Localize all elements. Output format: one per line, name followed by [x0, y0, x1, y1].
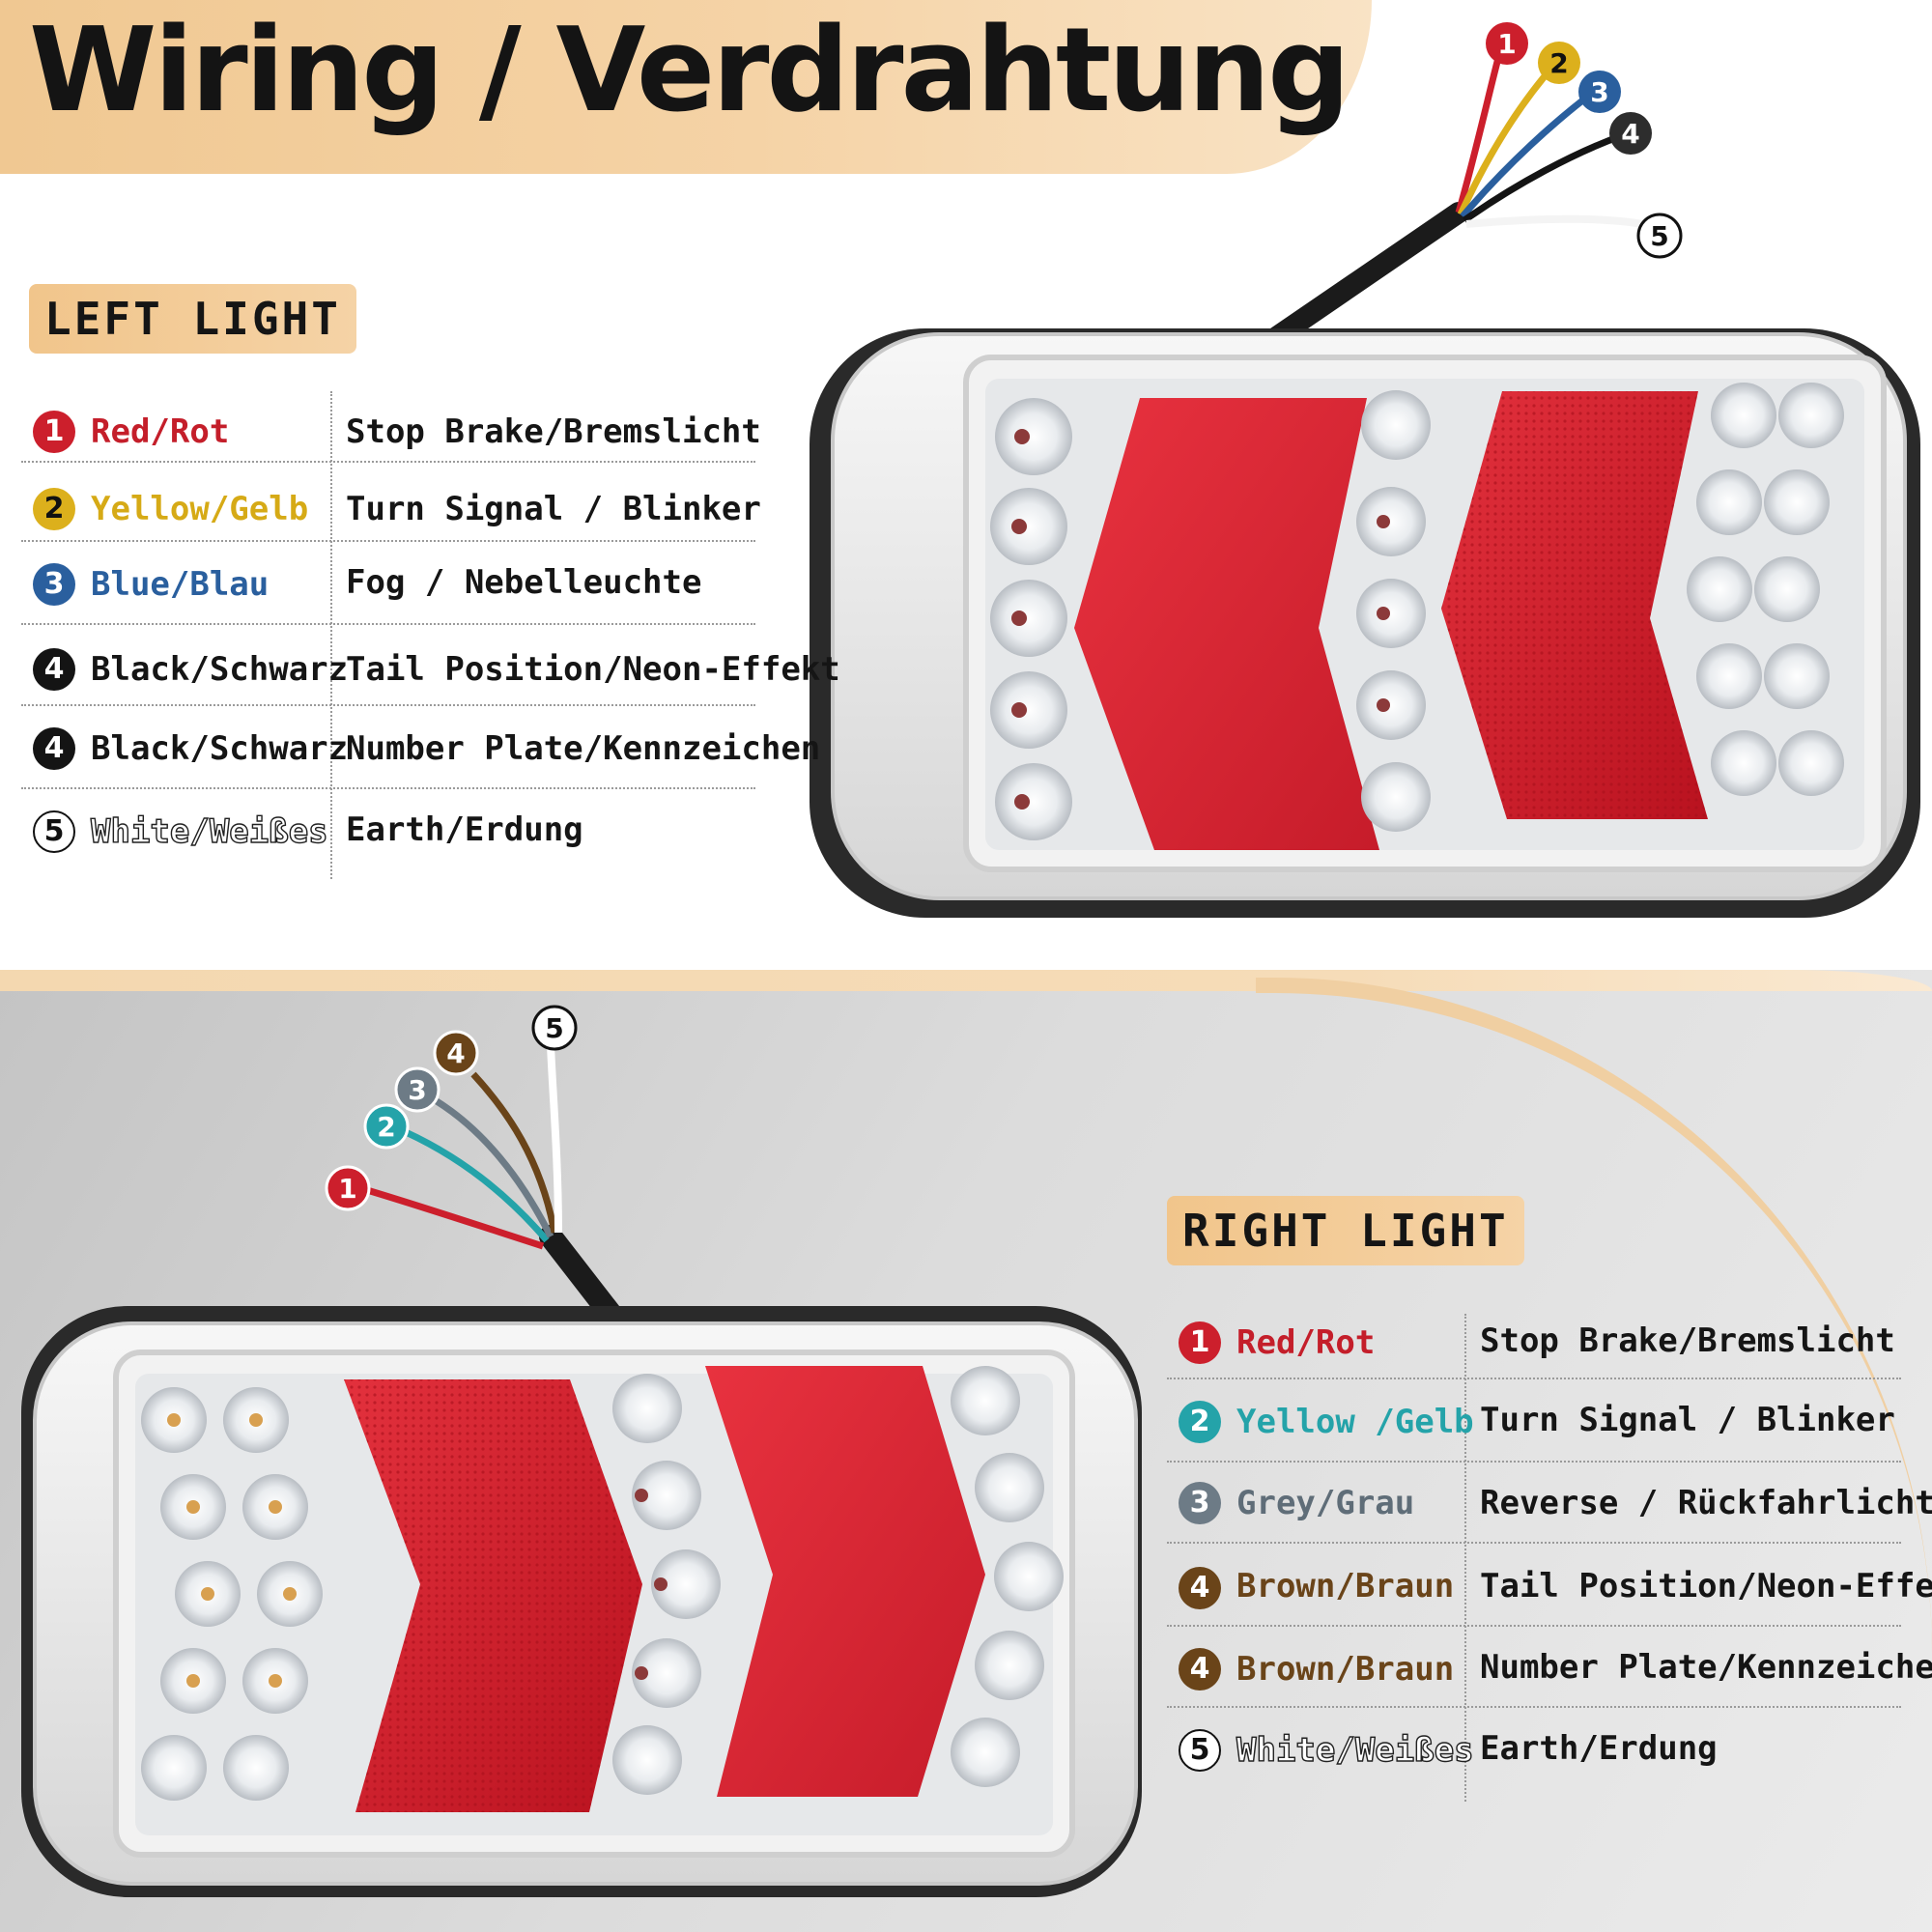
number-badge: 5: [33, 810, 75, 853]
wire-color: Blue/Blau: [91, 565, 270, 604]
left-light-lamp: [810, 43, 1920, 918]
row-divider: [21, 461, 755, 463]
left-badge-3-text: 3: [1590, 76, 1608, 108]
row-divider: [21, 540, 755, 542]
wire-function: Stop Brake/Bremslicht: [1480, 1321, 1895, 1360]
left-badge-1-text: 1: [1497, 28, 1516, 60]
left-light-heading: LEFT LIGHT: [29, 284, 356, 354]
wire-function: Number Plate/Kennzeichen: [1480, 1648, 1932, 1687]
wire-color: Black/Schwarz: [91, 729, 349, 768]
right-light-wiring-table: 1 Red/Rot Stop Brake/Bremslicht 2 Yellow…: [1167, 1314, 1932, 1802]
row-divider: [1167, 1706, 1901, 1708]
right-light-lamp: [21, 1044, 1142, 1897]
left-badge-2: [1538, 42, 1580, 84]
right-badge-4: [433, 1030, 479, 1076]
wire-function: Earth/Erdung: [346, 810, 583, 849]
wire-function: Turn Signal / Blinker: [346, 490, 761, 528]
number-badge: 3: [33, 563, 75, 606]
wire-color: Yellow /Gelb: [1236, 1403, 1474, 1441]
number-badge: 2: [1179, 1401, 1221, 1443]
left-badge-3: [1578, 71, 1621, 113]
right-badge-3: [394, 1066, 440, 1113]
wire-color: White/Weißes: [1236, 1730, 1474, 1770]
wire-function: Reverse / Rückfahrlicht: [1480, 1484, 1932, 1522]
number-badge: 4: [1179, 1567, 1221, 1609]
wire-function: Fog / Nebelleuchte: [346, 563, 702, 602]
row-divider: [21, 704, 755, 706]
wire-color: Yellow/Gelb: [91, 490, 309, 528]
right-badge-5-text: 5: [545, 1012, 563, 1044]
right-badge-4-text: 4: [446, 1037, 465, 1069]
number-badge: 1: [33, 411, 75, 453]
number-badge: 4: [1179, 1648, 1221, 1690]
column-divider: [1464, 1314, 1466, 1802]
number-badge: 3: [1179, 1482, 1221, 1524]
wire-color: Brown/Braun: [1236, 1650, 1455, 1689]
left-light-wiring-table: 1 Red/Rot Stop Brake/Bremslicht 2 Yellow…: [21, 391, 840, 879]
row-divider: [21, 623, 755, 625]
row-divider: [1167, 1625, 1901, 1627]
number-badge: 4: [33, 648, 75, 691]
page-title: Wiring / Verdrahtung: [29, 4, 1350, 138]
left-badge-4: [1609, 112, 1652, 155]
right-badge-1: [325, 1165, 371, 1211]
wire-color: Grey/Grau: [1236, 1484, 1415, 1522]
panel-divider: [0, 970, 1932, 991]
right-badge-2-text: 2: [377, 1111, 395, 1143]
row-divider: [1167, 1461, 1901, 1463]
right-badge-5: [531, 1005, 578, 1051]
wire-color: Black/Schwarz: [91, 650, 349, 689]
left-badge-4-text: 4: [1621, 118, 1639, 150]
wire-function: Number Plate/Kennzeichen: [346, 729, 821, 768]
wire-function: Stop Brake/Bremslicht: [346, 412, 761, 451]
column-divider: [330, 391, 332, 879]
number-badge: 2: [33, 488, 75, 530]
right-badge-2: [363, 1103, 410, 1150]
row-divider: [1167, 1378, 1901, 1379]
number-badge: 4: [33, 727, 75, 770]
wire-color: Red/Rot: [91, 412, 230, 451]
left-badge-2-text: 2: [1549, 47, 1568, 79]
wire-color: White/Weißes: [90, 811, 328, 851]
title-banner: [0, 0, 1372, 174]
row-divider: [21, 787, 755, 789]
wire-function: Tail Position/Neon-Effekt: [1480, 1567, 1932, 1605]
right-badge-3-text: 3: [408, 1074, 426, 1106]
left-badge-1: [1486, 22, 1528, 65]
right-badge-1-text: 1: [338, 1173, 356, 1205]
number-badge: 1: [1179, 1321, 1221, 1364]
wire-color: Brown/Braun: [1236, 1567, 1455, 1605]
wire-color: Red/Rot: [1236, 1323, 1376, 1362]
wire-function: Turn Signal / Blinker: [1480, 1401, 1895, 1439]
left-badge-5: [1636, 213, 1683, 259]
right-light-heading: RIGHT LIGHT: [1167, 1196, 1524, 1265]
number-badge: 5: [1179, 1729, 1221, 1772]
wire-function: Tail Position/Neon-Effekt: [346, 650, 840, 689]
left-badge-5-text: 5: [1650, 220, 1668, 252]
wire-function: Earth/Erdung: [1480, 1729, 1718, 1768]
left-wire-badges: 1 2 3 4 5: [1486, 22, 1683, 259]
row-divider: [1167, 1542, 1901, 1544]
right-wire-badges: 1 2 3 4 5: [325, 1005, 578, 1211]
